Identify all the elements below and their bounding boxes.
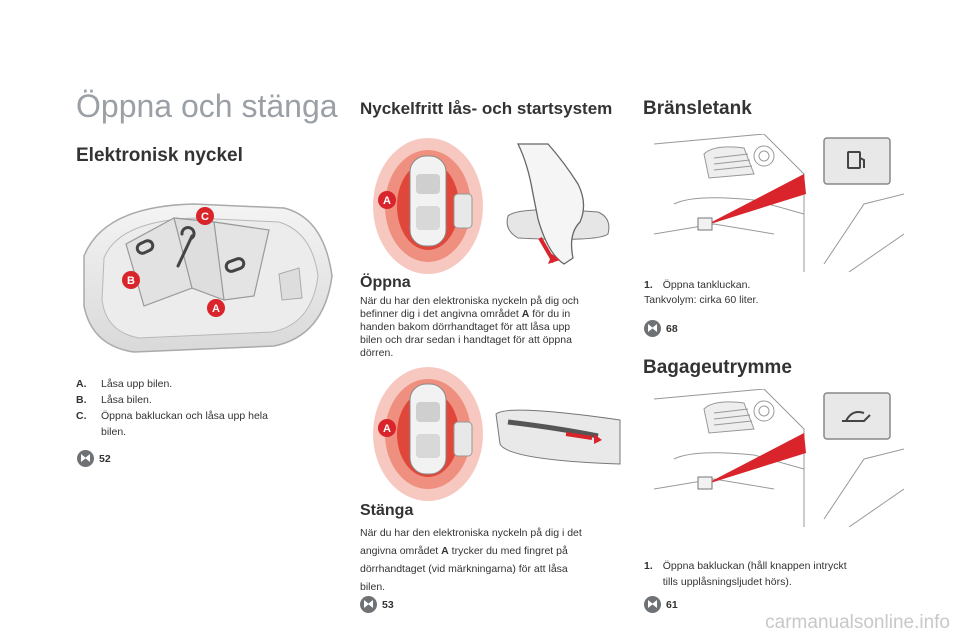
electronic-key-list: A.Låsa upp bilen. B.Låsa bilen. C.Öppna …: [76, 376, 316, 440]
open-text: När du har den elektroniska nyckeln på d…: [360, 295, 579, 359]
list-item: B.Låsa bilen.: [76, 394, 152, 406]
close-text: När du har den elektroniska nyckeln på d…: [360, 527, 582, 593]
keyless-open-illustration: A: [373, 138, 610, 274]
page-ref-53[interactable]: 53: [360, 596, 394, 613]
fuel-step: 1.Öppna tankluckan.: [644, 279, 751, 291]
callout-b: B: [127, 275, 135, 287]
close-heading: Stänga: [360, 502, 414, 519]
boot-heading: Bagageutrymme: [643, 357, 792, 378]
list-item: A.Låsa upp bilen.: [76, 378, 173, 390]
page-ref-icon: [77, 450, 94, 467]
keyless-heading: Nyckelfritt lås- och startsystem: [360, 99, 613, 118]
fuel-volume: Tankvolym: cirka 60 liter.: [644, 294, 759, 306]
fuel-tank-heading: Bränsletank: [643, 98, 752, 119]
page-ref-icon: [360, 596, 377, 613]
page-ref-icon: [644, 320, 661, 337]
callout-a: A: [212, 303, 220, 315]
list-item: bilen.: [101, 426, 127, 438]
zone-a-label-1: A: [383, 195, 391, 207]
electronic-key-illustration: C B A: [83, 203, 333, 353]
page-ref-61[interactable]: 61: [644, 596, 678, 613]
boot-step: 1. Öppna bakluckan (håll knappen intryck…: [644, 560, 847, 588]
open-heading: Öppna: [360, 274, 411, 291]
boot-release-illustration: [654, 389, 904, 527]
fuel-release-illustration: [654, 134, 904, 272]
page-ref-icon: [644, 596, 661, 613]
watermark: carmanualsonline.info: [765, 612, 950, 633]
list-item: C.Öppna bakluckan och låsa upp hela: [76, 410, 268, 422]
electronic-key-heading: Elektronisk nyckel: [76, 145, 243, 166]
page-ref-52[interactable]: 52: [77, 450, 111, 467]
keyless-close-illustration: A: [373, 367, 621, 501]
zone-a-label-2: A: [383, 423, 391, 435]
callout-c: C: [201, 211, 209, 223]
page-title: Öppna och stänga: [76, 88, 338, 124]
page-ref-68[interactable]: 68: [644, 320, 678, 337]
